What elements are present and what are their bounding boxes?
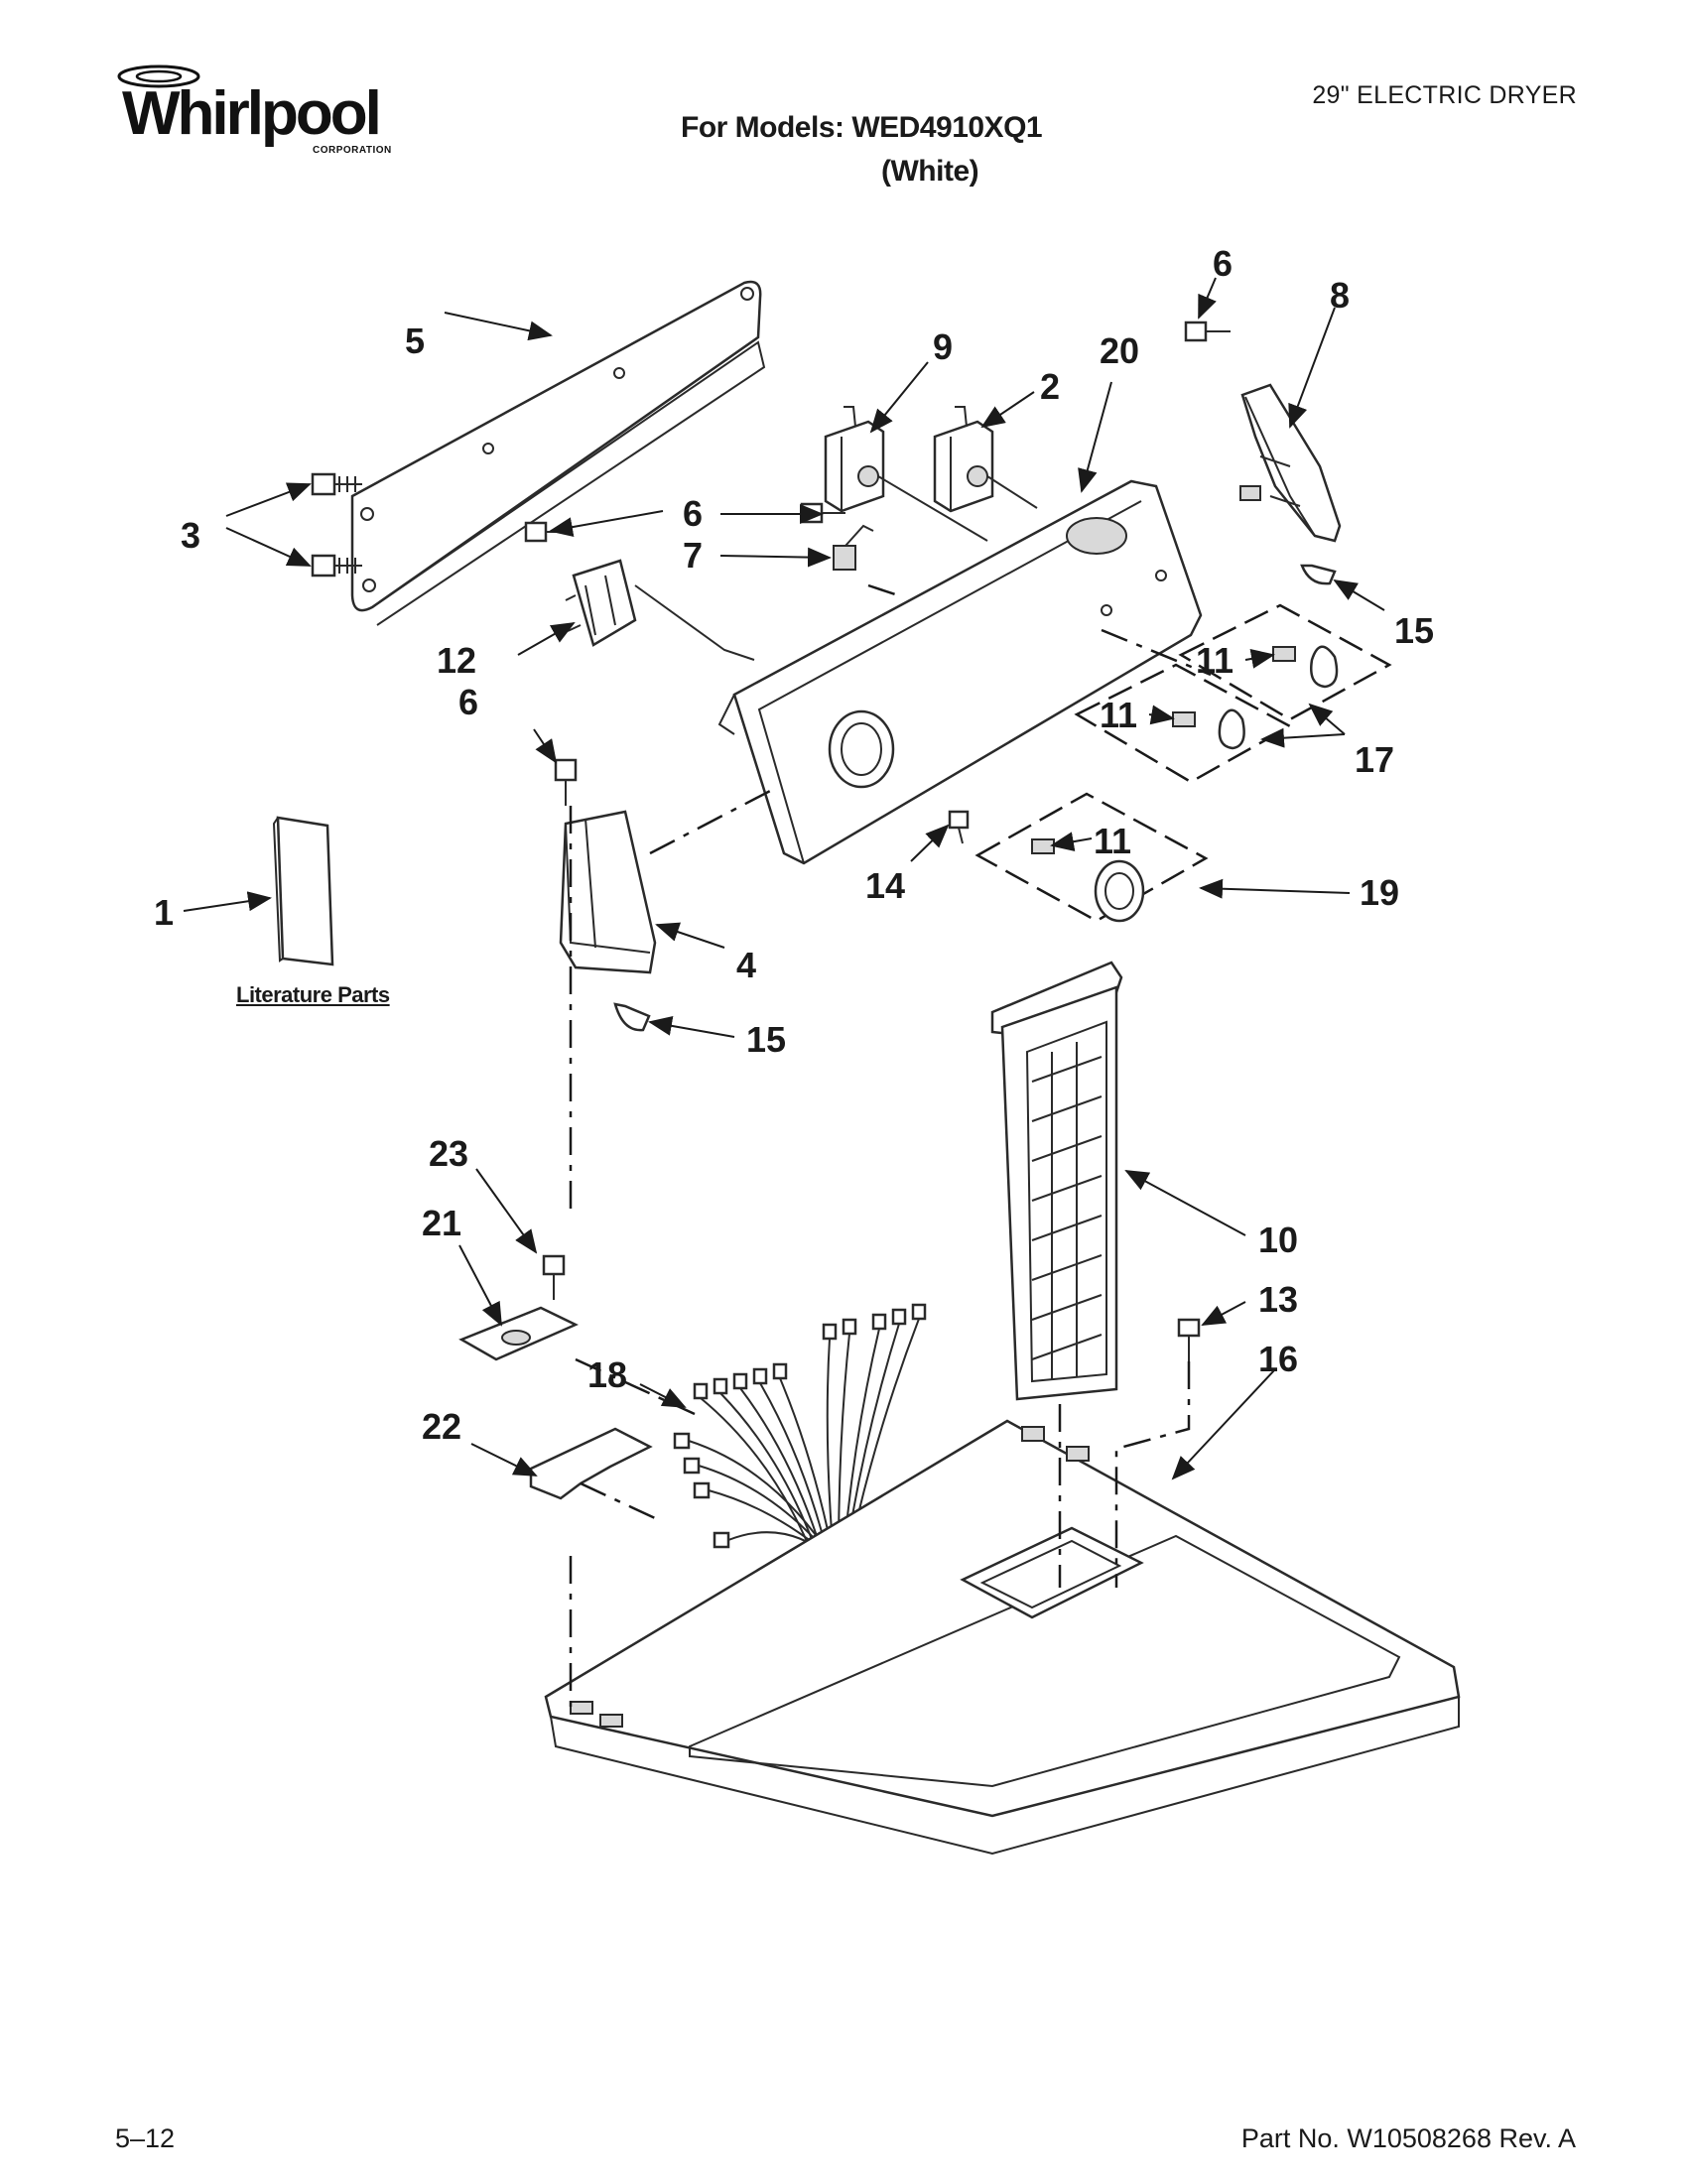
- whirlpool-logo: Whirlpool CORPORATION: [114, 62, 391, 171]
- leader-lines: [183, 277, 1385, 1480]
- part-12-timer: [565, 559, 755, 661]
- logo-wordmark: Whirlpool: [122, 79, 382, 148]
- part-4-endcap: [559, 810, 657, 974]
- callout-3: 3: [181, 515, 200, 556]
- callout-23: 23: [429, 1133, 468, 1174]
- callout-15a: 15: [1394, 610, 1434, 651]
- part-16-top-panel: [544, 1419, 1461, 1856]
- alignment-line: [1101, 628, 1212, 677]
- callout-1: 1: [154, 892, 174, 933]
- part-8-bracket: [1239, 383, 1342, 543]
- callout-19: 19: [1360, 872, 1399, 913]
- callout-22: 22: [422, 1406, 461, 1447]
- knob-group-17a: [1178, 603, 1392, 721]
- callout-12: 12: [437, 640, 476, 681]
- logo-swirl-icon: [117, 64, 200, 88]
- callout-2: 2: [1040, 366, 1060, 407]
- callout-6b: 6: [1213, 243, 1233, 284]
- callout-9: 9: [933, 326, 953, 367]
- callout-11b: 11: [1100, 695, 1137, 735]
- callout-13: 13: [1258, 1279, 1298, 1320]
- knob-group-17b: [1074, 663, 1293, 784]
- callout-21: 21: [422, 1203, 461, 1243]
- callout-17: 17: [1355, 739, 1394, 780]
- part-23-screw: [542, 1254, 566, 1300]
- literature-parts-label: Literature Parts: [236, 982, 390, 1007]
- callout-7: 7: [683, 535, 703, 576]
- callout-16: 16: [1258, 1339, 1298, 1379]
- callout-numbers: 5 3 6 7 12 9 2 20 6 8 15 11 11 17 11 19 …: [154, 243, 1434, 1447]
- callout-18: 18: [587, 1354, 627, 1395]
- callout-4: 4: [736, 945, 756, 985]
- part-20-console: [717, 479, 1203, 865]
- knob-group-19: [974, 792, 1209, 923]
- part-7-clip: [833, 524, 874, 571]
- footer-date-code: 5–12: [115, 2123, 176, 2153]
- callout-10: 10: [1258, 1220, 1298, 1260]
- model-color: (White): [881, 155, 979, 188]
- callout-6c: 6: [458, 682, 478, 722]
- footer-part-number: Part No. W10508268 Rev. A: [1240, 2123, 1576, 2153]
- part-5-brace: [350, 280, 766, 626]
- part-13-screw: [1177, 1318, 1201, 1361]
- callout-15b: 15: [746, 1019, 786, 1060]
- callout-8: 8: [1330, 275, 1350, 316]
- product-name: 29" ELECTRIC DRYER: [1312, 81, 1577, 109]
- alignment-line: [649, 787, 775, 855]
- callout-14: 14: [865, 865, 905, 906]
- callout-20: 20: [1100, 330, 1139, 371]
- callout-5: 5: [405, 321, 425, 361]
- part-10-lint-screen: [990, 961, 1123, 1401]
- part-1-literature: [272, 816, 334, 966]
- part-14-screw: [948, 810, 970, 844]
- part-22-shield: [529, 1427, 653, 1500]
- callout-6a: 6: [683, 493, 703, 534]
- alignment-line: [867, 583, 899, 597]
- logo-subtitle: CORPORATION: [313, 145, 392, 156]
- model-title: For Models: WED4910XQ1: [681, 111, 1043, 144]
- part-2-switch: [933, 406, 1038, 513]
- part-21-plate: [458, 1306, 579, 1361]
- callout-11a: 11: [1196, 640, 1234, 681]
- alignment-line: [580, 1481, 656, 1520]
- part-9-switch: [824, 406, 988, 542]
- callout-11c: 11: [1094, 821, 1131, 861]
- part-3-screws: [311, 472, 362, 578]
- part-15-clips: [613, 564, 1337, 1032]
